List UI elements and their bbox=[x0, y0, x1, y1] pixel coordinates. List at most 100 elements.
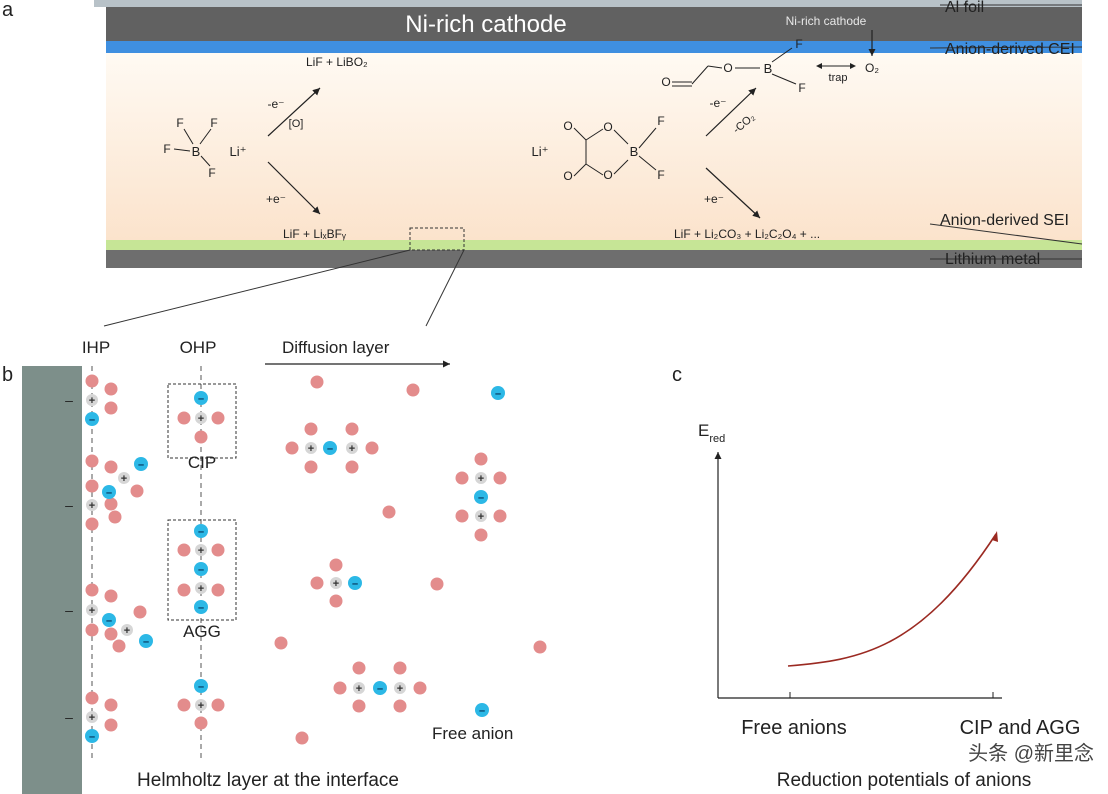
solvent-molecule bbox=[85, 517, 99, 531]
solvent-molecule bbox=[112, 639, 126, 653]
anion bbox=[194, 391, 208, 405]
anion bbox=[194, 600, 208, 614]
li-cation bbox=[86, 604, 98, 616]
solvent-molecule bbox=[104, 627, 118, 641]
free-anion-label: Free anion bbox=[432, 724, 513, 743]
anion bbox=[102, 613, 116, 627]
li-cation bbox=[86, 711, 98, 723]
solvent-molecule bbox=[533, 640, 547, 654]
atom-o: O bbox=[661, 75, 670, 89]
electrode-minus-sign: – bbox=[65, 602, 73, 618]
li-cation bbox=[118, 472, 130, 484]
anion bbox=[102, 485, 116, 499]
trap-label: trap bbox=[829, 72, 848, 84]
anion bbox=[194, 562, 208, 576]
solvent-molecule bbox=[295, 731, 309, 745]
sei-leader bbox=[929, 223, 1083, 245]
solvent-molecule bbox=[104, 382, 118, 396]
li-cation bbox=[86, 394, 98, 406]
solvent-molecule bbox=[285, 441, 299, 455]
lidfob-scheme: Li⁺ O O O O B F F O O B bbox=[532, 30, 879, 241]
anion-sign: – bbox=[479, 705, 485, 717]
solvent-molecule bbox=[177, 543, 191, 557]
anion-sign: – bbox=[327, 443, 333, 455]
solvent-molecule bbox=[194, 430, 208, 444]
cip-label: CIP bbox=[188, 453, 216, 472]
solvent-molecule bbox=[345, 422, 359, 436]
atom-f: F bbox=[795, 37, 802, 51]
trap-arrowhead bbox=[850, 63, 856, 69]
bond bbox=[638, 127, 657, 149]
zoom-line-right bbox=[425, 249, 465, 327]
solvent-molecule bbox=[406, 383, 420, 397]
bond bbox=[613, 159, 629, 175]
li-cation bbox=[86, 499, 98, 511]
bond bbox=[638, 155, 657, 171]
solvent-molecule bbox=[85, 691, 99, 705]
cation-sign: + bbox=[198, 413, 204, 425]
cation-sign: + bbox=[349, 443, 355, 455]
anion bbox=[474, 490, 488, 504]
solvent-molecule bbox=[455, 471, 469, 485]
li-metal-label: Lithium metal bbox=[945, 251, 1040, 268]
li-cation bbox=[475, 510, 487, 522]
al-foil-layer bbox=[94, 0, 1082, 7]
solvent-molecule bbox=[108, 510, 122, 524]
x-tick-label: CIP and AGG bbox=[960, 717, 1081, 739]
cation-sign: + bbox=[198, 545, 204, 557]
trap-arrowhead bbox=[816, 63, 822, 69]
bond bbox=[691, 65, 709, 85]
solvent-molecule bbox=[329, 594, 343, 608]
solvent-molecule bbox=[393, 699, 407, 713]
panel-c-letter: c bbox=[672, 364, 682, 386]
solvent-molecule bbox=[177, 411, 191, 425]
anion-sign: – bbox=[495, 388, 501, 400]
cation-sign: + bbox=[333, 578, 339, 590]
atom-b: B bbox=[192, 144, 201, 159]
bond bbox=[173, 148, 191, 152]
ox-electron-label: -e⁻ bbox=[267, 97, 284, 111]
cation-sign: + bbox=[121, 473, 127, 485]
solvent-molecule bbox=[474, 528, 488, 542]
x-tick-label: Free anions bbox=[741, 717, 847, 739]
o2-label: O₂ bbox=[865, 61, 879, 75]
li-cation bbox=[195, 699, 207, 711]
solvent-molecule bbox=[455, 509, 469, 523]
cip-box bbox=[167, 383, 237, 459]
atom-o: O bbox=[563, 169, 572, 183]
red-electron-label: +e⁻ bbox=[704, 192, 724, 206]
electrode-block bbox=[22, 366, 82, 794]
bond bbox=[613, 129, 629, 145]
sei-layer bbox=[106, 240, 1082, 250]
anion bbox=[348, 576, 362, 590]
atom-o: O bbox=[723, 61, 732, 75]
solvent-molecule bbox=[104, 401, 118, 415]
atom-f: F bbox=[163, 142, 170, 156]
cation-sign: + bbox=[89, 712, 95, 724]
solvent-molecule bbox=[85, 454, 99, 468]
solvent-molecule bbox=[333, 681, 347, 695]
anion-sign: – bbox=[198, 526, 204, 538]
atom-f: F bbox=[798, 81, 805, 95]
atom-b: B bbox=[630, 144, 639, 159]
anion bbox=[194, 679, 208, 693]
solvent-molecule bbox=[130, 484, 144, 498]
solvent-molecule bbox=[104, 718, 118, 732]
anion bbox=[85, 729, 99, 743]
bond bbox=[573, 127, 587, 141]
cation-sign: + bbox=[124, 625, 130, 637]
solvent-molecule bbox=[393, 661, 407, 675]
anion bbox=[194, 524, 208, 538]
zoom-box bbox=[409, 227, 465, 251]
red-product-label: LiF + Li₂CO₃ + Li₂C₂O₄ + ... bbox=[674, 227, 820, 241]
bond bbox=[771, 47, 793, 63]
watermark: 头条 @新里念 bbox=[968, 741, 1094, 765]
li-cation bbox=[346, 442, 358, 454]
sei-label: Anion-derived SEI bbox=[940, 212, 1069, 229]
anion bbox=[323, 441, 337, 455]
anion bbox=[373, 681, 387, 695]
electrolyte-region bbox=[106, 53, 1082, 240]
cation-sign: + bbox=[308, 443, 314, 455]
anion bbox=[491, 386, 505, 400]
electrode-minus-sign: – bbox=[65, 497, 73, 513]
